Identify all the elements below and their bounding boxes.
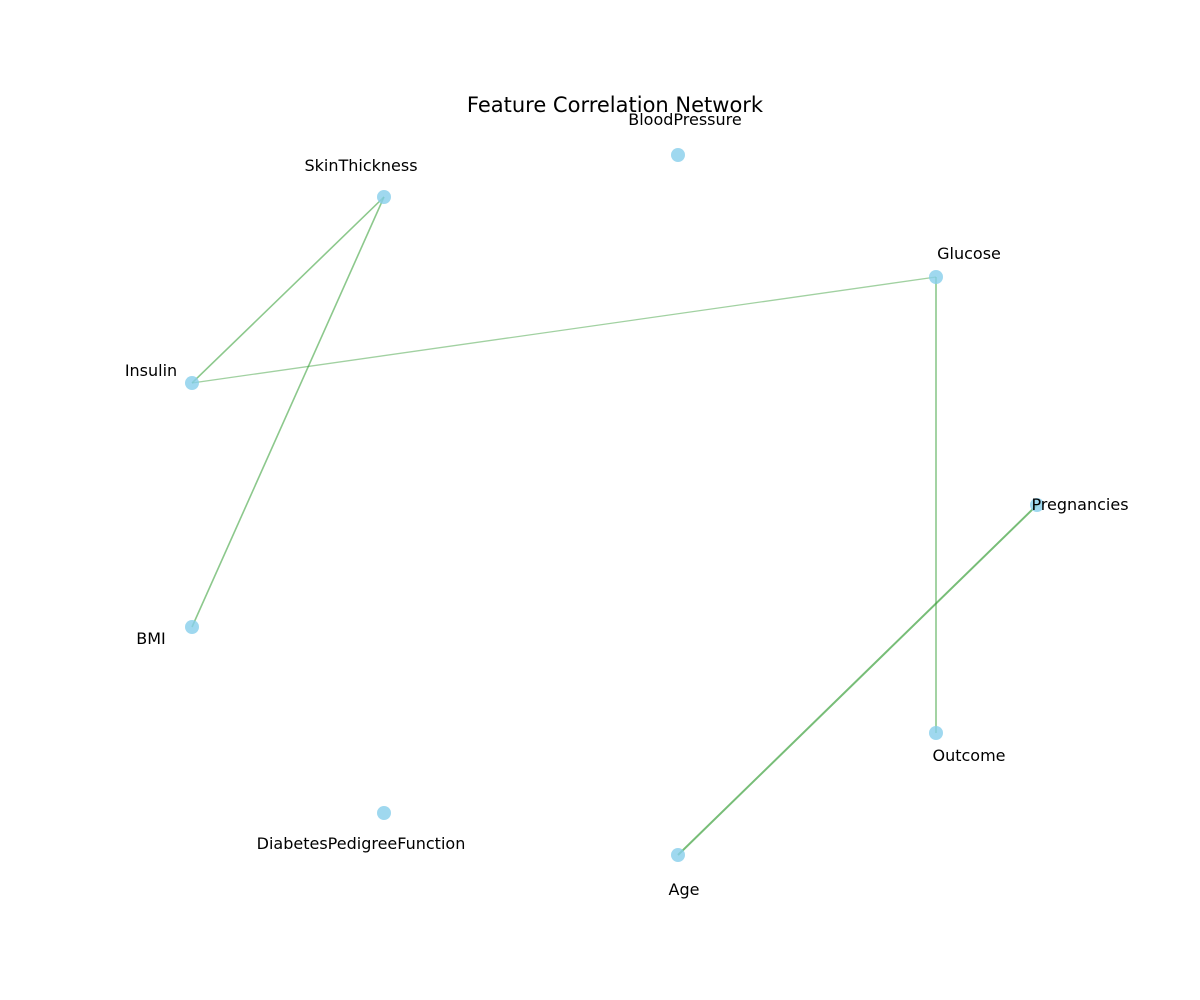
edges-layer xyxy=(191,196,1038,856)
node-skinthickness xyxy=(377,190,391,204)
edge-skinthickness-insulin xyxy=(191,196,385,384)
node-label-age: Age xyxy=(669,880,700,899)
node-bloodpressure xyxy=(671,148,685,162)
node-insulin xyxy=(185,376,199,390)
diagram-title: Feature Correlation Network xyxy=(467,93,764,117)
node-label-bmi: BMI xyxy=(136,629,166,648)
node-label-glucose: Glucose xyxy=(937,244,1001,263)
edge-skinthickness-bmi xyxy=(191,196,385,628)
node-label-insulin: Insulin xyxy=(125,361,177,380)
nodes-layer xyxy=(185,148,1044,862)
node-label-skinthickness: SkinThickness xyxy=(304,156,417,175)
edge-pregnancies-age xyxy=(677,504,1038,856)
node-label-diabetespedigreefunction: DiabetesPedigreeFunction xyxy=(257,834,466,853)
node-glucose xyxy=(929,270,943,284)
node-outcome xyxy=(929,726,943,740)
node-bmi xyxy=(185,620,199,634)
node-diabetespedigreefunction xyxy=(377,806,391,820)
labels-layer: Pregnancies Glucose BloodPressureSkinThick… xyxy=(125,110,1129,899)
node-pregnancies xyxy=(1030,498,1044,512)
node-label-outcome: Outcome xyxy=(932,746,1005,765)
node-age xyxy=(671,848,685,862)
edge-insulin-glucose xyxy=(191,276,937,384)
node-label-pregnancies: Pregnancies xyxy=(1031,495,1128,514)
node-label-bloodpressure: BloodPressure xyxy=(628,110,741,129)
